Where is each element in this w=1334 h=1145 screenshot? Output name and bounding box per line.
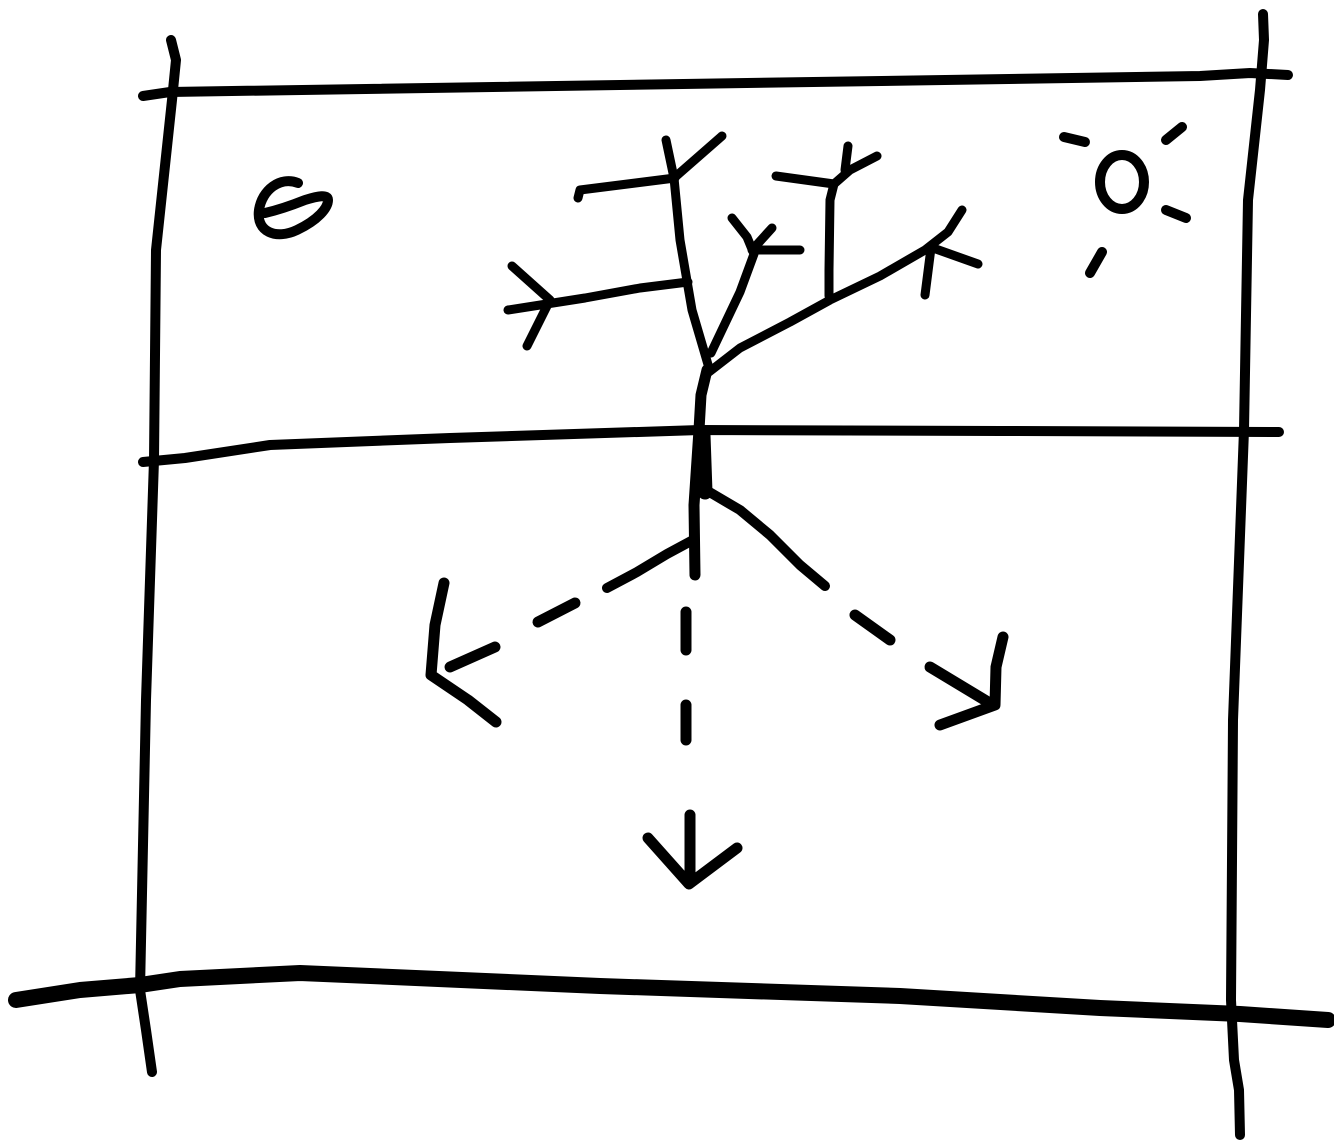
frame <box>8 9 1334 1140</box>
seed-icon <box>253 176 333 240</box>
ground-line <box>138 425 1284 467</box>
tree-branch-twig <box>771 141 853 189</box>
arrow-icon <box>642 832 743 890</box>
frame-top-line <box>138 68 1293 101</box>
arrow-dash <box>532 597 581 628</box>
arrow-icon <box>425 577 502 728</box>
tree <box>503 131 983 581</box>
sun-ray <box>1085 247 1107 278</box>
tree-branch-twig <box>573 173 680 203</box>
dashed-arrow-right <box>849 609 1009 731</box>
frame-bottom-line <box>8 965 1334 1028</box>
sun-ray <box>1059 132 1090 147</box>
frame-left-line <box>135 35 181 1077</box>
tree-branch-upper-right <box>824 151 882 301</box>
sun-core <box>1095 150 1149 214</box>
arrow-dash <box>924 661 999 711</box>
root-left-solid <box>602 535 698 593</box>
dashed-arrow-left <box>425 577 581 728</box>
arrow-icon <box>934 631 1009 731</box>
sun-ray <box>1161 205 1191 223</box>
sun-ray <box>1161 122 1187 145</box>
tree-branch-middle <box>706 213 759 358</box>
frame-right-line <box>1226 9 1269 1140</box>
arrow-dash <box>849 609 896 646</box>
tree-branch-stem <box>661 135 714 373</box>
tree-branch-twig <box>747 223 805 255</box>
arrow-dash <box>444 641 501 673</box>
roots <box>602 485 830 593</box>
tree-branch-right <box>704 205 967 377</box>
dashed-arrow-down <box>642 606 743 890</box>
tree-branch-twig <box>920 243 983 300</box>
root-thick <box>695 427 713 500</box>
tree-branch-twig <box>507 261 555 351</box>
root-right-solid <box>701 485 830 591</box>
sun-icon <box>1059 122 1191 278</box>
tree-branch-twig <box>669 131 727 183</box>
